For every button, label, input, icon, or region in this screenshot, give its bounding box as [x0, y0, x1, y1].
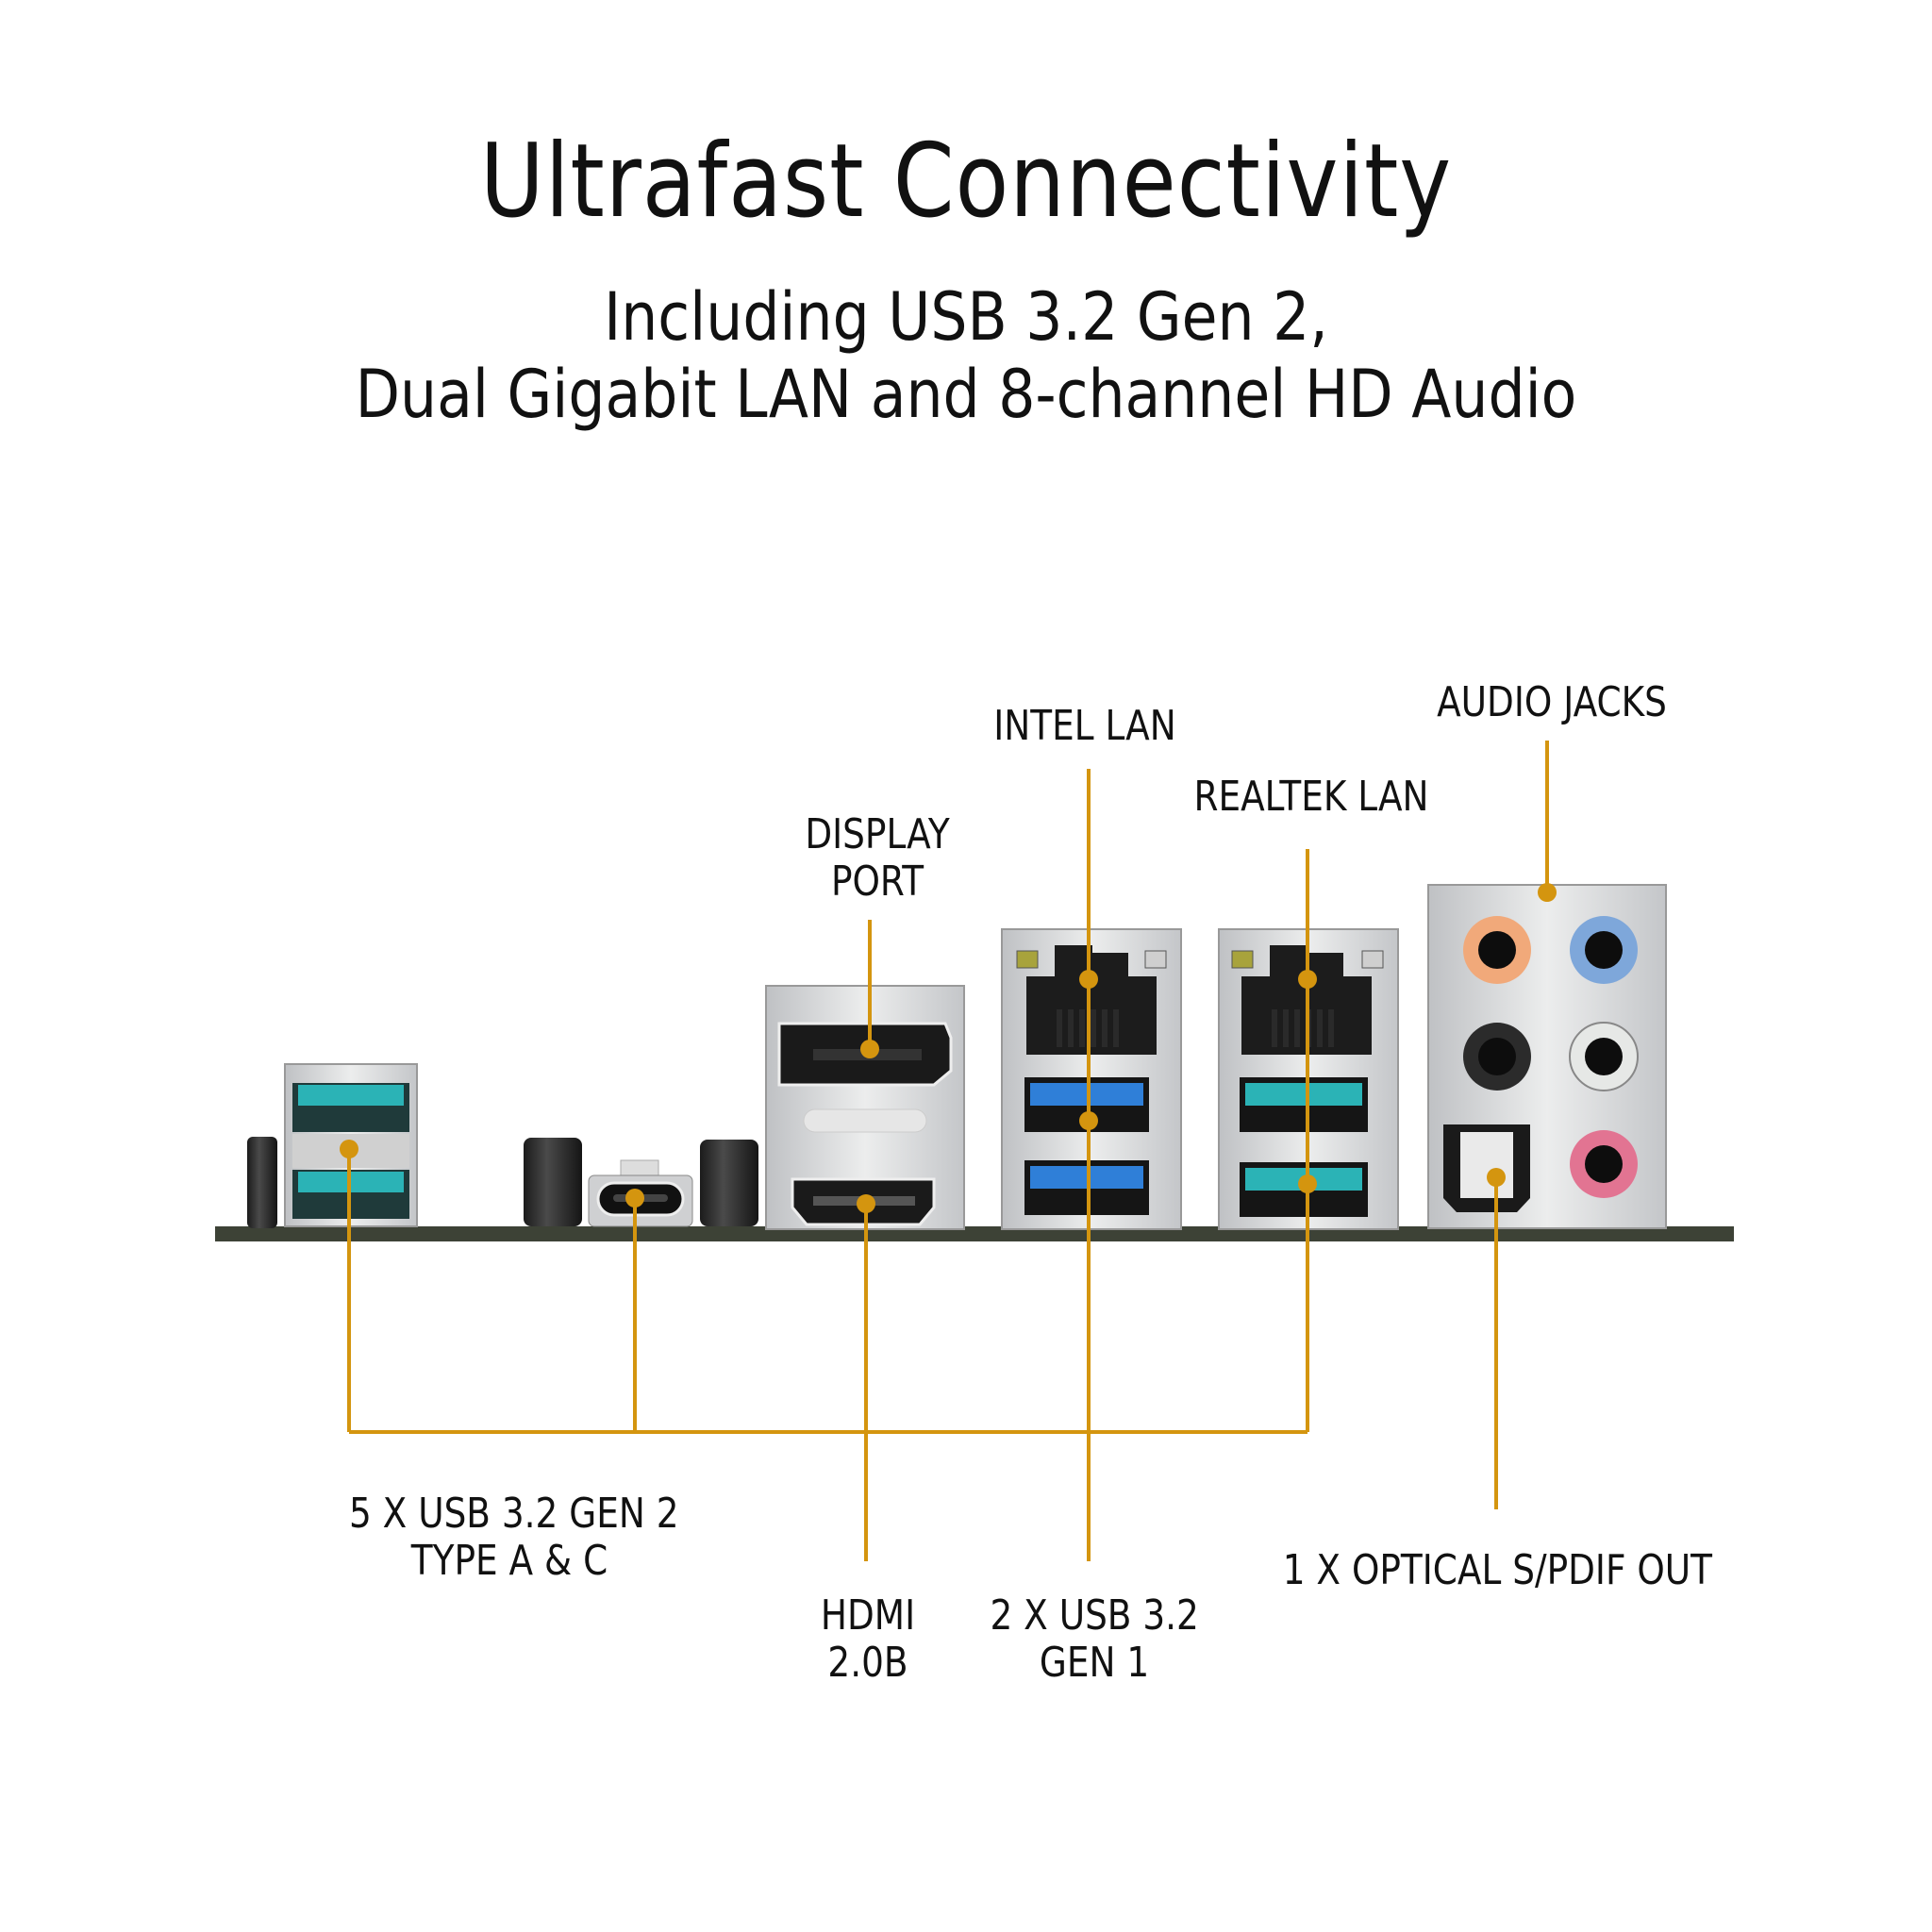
subtitle-line-1: Including USB 3.2 Gen 2, [604, 278, 1328, 356]
label-realtek-lan: REALTEK LAN [1193, 773, 1429, 821]
subtitle-line-2: Dual Gigabit LAN and 8-channel HD Audio [355, 356, 1577, 433]
callout-dots [340, 883, 1557, 1213]
label-line: TYPE A & C [410, 1537, 608, 1585]
label-line: GEN 1 [1039, 1639, 1150, 1687]
label-intel-lan: INTEL LAN [993, 702, 1176, 750]
label-usb-gen1: 2 X USB 3.2 GEN 1 [991, 1592, 1199, 1687]
lan-led [1231, 950, 1254, 969]
capacitor [247, 1137, 277, 1228]
label-line: PORT [830, 858, 924, 906]
dp-hdmi-shield [765, 985, 965, 1230]
capacitor [524, 1138, 582, 1226]
label-line: HDMI [820, 1591, 916, 1640]
subtitle: Including USB 3.2 Gen 2, Dual Gigabit LA… [116, 278, 1816, 433]
label-optical-spdif: 1 X OPTICAL S/PDIF OUT [1282, 1546, 1713, 1594]
label-usb-gen2: 5 X USB 3.2 GEN 2 TYPE A & C [349, 1490, 679, 1585]
usb-tongue [1245, 1083, 1362, 1106]
label-line: 5 X USB 3.2 GEN 2 [349, 1490, 679, 1538]
lan-led [1016, 950, 1039, 969]
label-line: 2.0B [827, 1639, 908, 1687]
label-audio-jacks: AUDIO JACKS [1437, 678, 1667, 726]
usb-tongue [298, 1085, 404, 1106]
lan-led [1361, 950, 1384, 969]
label-line: 2 X USB 3.2 [990, 1591, 1199, 1640]
callout-lines [347, 741, 1549, 1561]
audio-jacks-panel [1427, 884, 1667, 1229]
lan-led [1144, 950, 1167, 969]
label-line: DISPLAY [805, 810, 950, 858]
label-hdmi: HDMI 2.0B [804, 1592, 932, 1687]
capacitor [700, 1140, 758, 1226]
label-display-port: DISPLAY PORT [797, 811, 958, 906]
page-title: Ultrafast Connectivity [479, 123, 1453, 241]
